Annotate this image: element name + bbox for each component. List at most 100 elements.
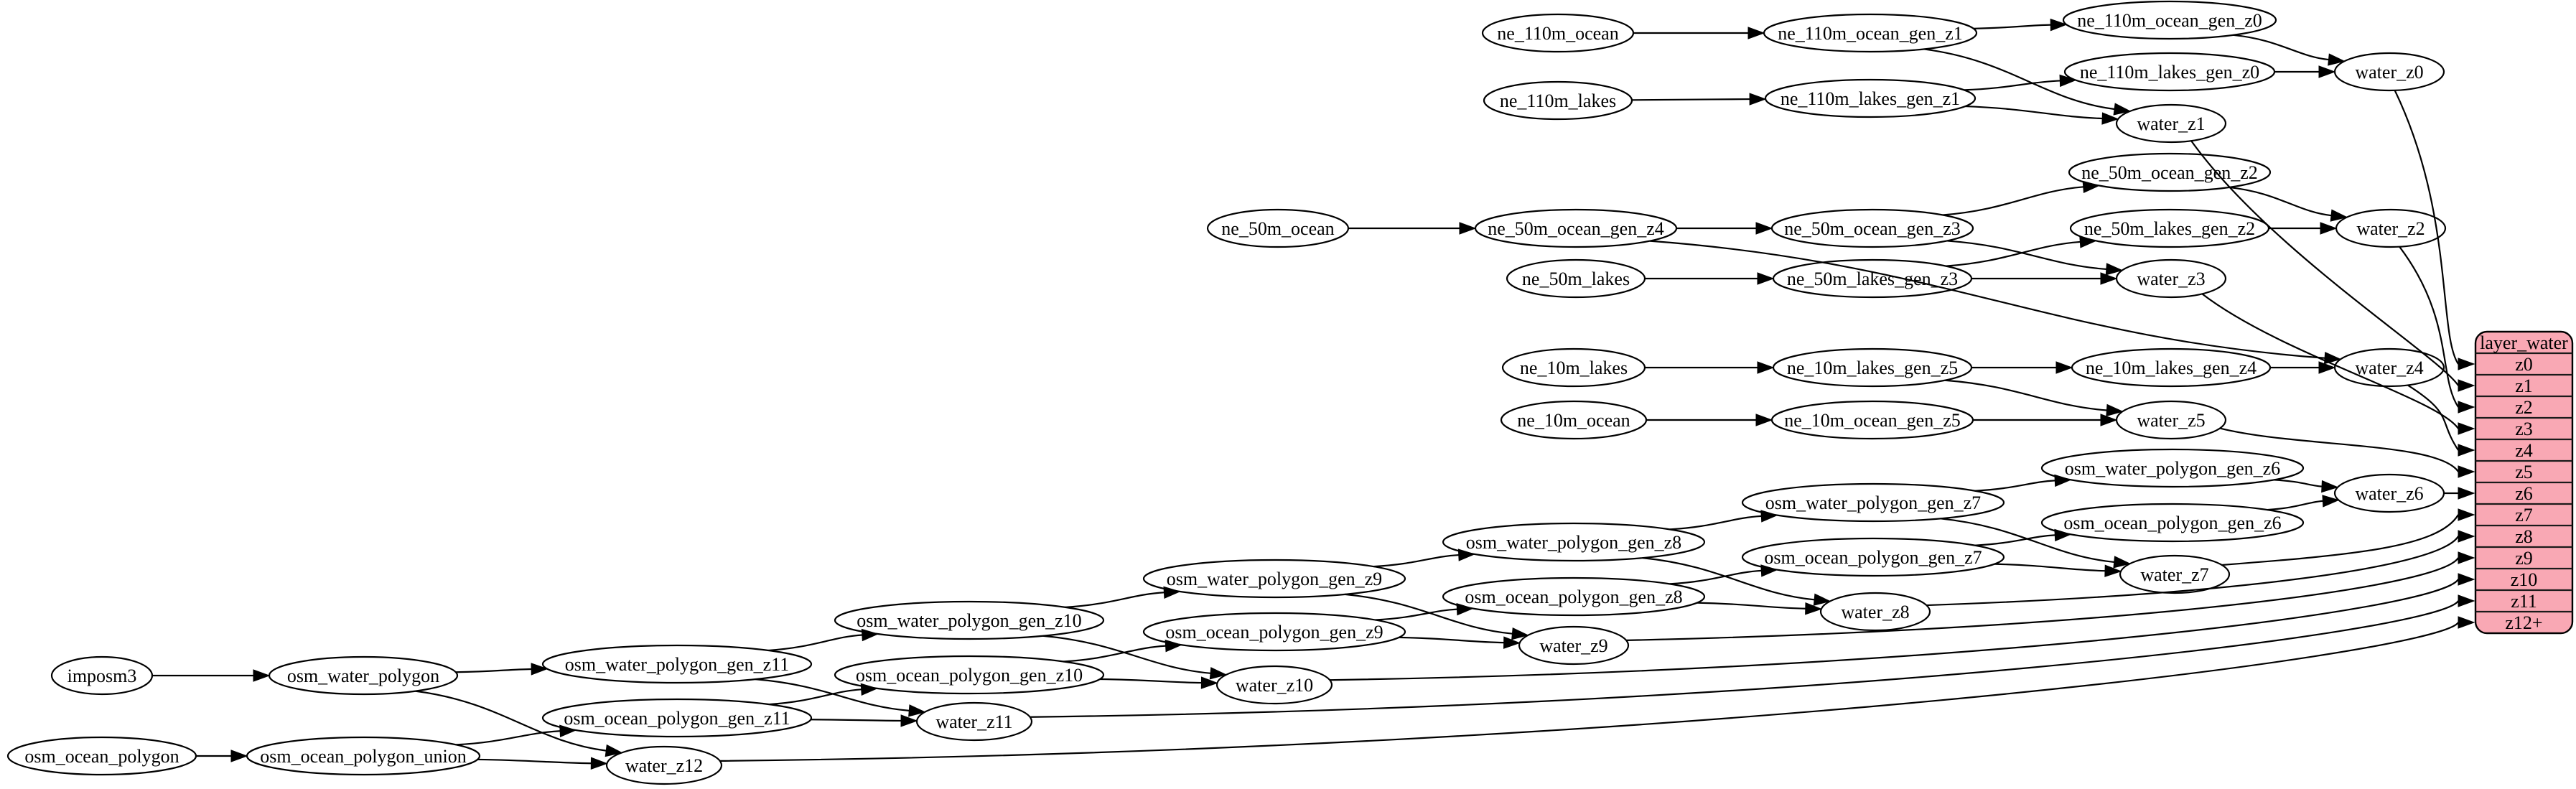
node-ne_50m_lakes_gen_z3: ne_50m_lakes_gen_z3: [1772, 258, 1973, 299]
node-ne_50m_lakes: ne_50m_lakes: [1506, 258, 1646, 299]
node-label-osm_ocean_polygon: osm_ocean_polygon: [24, 746, 179, 767]
edge-path: [1626, 557, 2459, 641]
table-row-z5: z5: [2515, 462, 2533, 482]
node-label-ne_110m_ocean_gen_z1: ne_110m_ocean_gen_z1: [1778, 23, 1963, 44]
edge-ne_50m_ocean_gen_z4-to-ne_50m_ocean_gen_z3: [1676, 222, 1773, 235]
table-row-z8: z8: [2515, 526, 2533, 547]
edge-path: [1965, 105, 2103, 120]
node-shape-water_z12: [605, 745, 723, 785]
node-label-imposm3: imposm3: [67, 666, 137, 686]
edge-ne_50m_ocean_gen_z2-to-water_z2: [2229, 186, 2348, 222]
edge-osm_water_polygon_gen_z7-to-water_z7: [1940, 518, 2132, 569]
table-row-z4: z4: [2515, 440, 2533, 461]
arrowhead-into-water_z12: [590, 757, 608, 770]
node-ne_10m_lakes_gen_z4: ne_10m_lakes_gen_z4: [2071, 347, 2272, 388]
edge-path: [769, 688, 862, 706]
edge-path: [1345, 593, 1513, 635]
node-osm_water_polygon_gen_z7: osm_water_polygon_gen_z7: [1741, 482, 2005, 523]
arrowhead-into-z3: [2458, 422, 2475, 435]
node-label-osm_water_polygon_gen_z9: osm_water_polygon_gen_z9: [1167, 569, 1382, 589]
edge-ne_10m_ocean_gen_z5-to-water_z5: [1973, 414, 2118, 426]
node-label-ne_10m_ocean_gen_z5: ne_10m_ocean_gen_z5: [1784, 410, 1960, 431]
edge-path: [1375, 608, 1457, 621]
edge-ne_10m_ocean-to-ne_10m_ocean_gen_z5: [1646, 414, 1773, 426]
node-osm_water_polygon_gen_z8: osm_water_polygon_gen_z8: [1442, 522, 1706, 562]
edge-water_z5-to-layer_water-z5: [2219, 427, 2475, 478]
edge-ne_50m_ocean-to-ne_50m_ocean_gen_z4: [1348, 222, 1477, 235]
arrowhead-into-water_z5: [2100, 414, 2118, 426]
edge-osm_water_polygon_gen_z9-to-osm_water_polygon_gen_z8: [1373, 548, 1476, 568]
edge-ne_50m_ocean_gen_z3-to-ne_50m_ocean_gen_z2: [1943, 180, 2101, 216]
edge-osm_ocean_polygon_gen_z11-to-water_z11: [811, 714, 918, 727]
node-label-osm_ocean_polygon_union: osm_ocean_polygon_union: [260, 746, 466, 767]
arrowhead-into-water_z10: [1200, 676, 1218, 689]
arrowhead-into-z12+: [2458, 616, 2475, 629]
arrowhead-into-water_z7: [2113, 556, 2132, 569]
node-imposm3: imposm3: [50, 655, 154, 696]
edge-path: [1330, 579, 2459, 681]
edge-path: [1642, 557, 1815, 601]
edge-path: [415, 690, 607, 752]
node-shape-ne_110m_ocean_gen_z0: [2062, 0, 2277, 40]
edge-imposm3-to-osm_water_polygon: [152, 669, 271, 682]
arrowhead-into-ne_110m_ocean_gen_z1: [1747, 27, 1765, 39]
node-water_z10: water_z10: [1215, 665, 1333, 705]
node-label-water_z7: water_z7: [2140, 564, 2208, 585]
edge-ne_110m_lakes_gen_z1-to-water_z1: [1965, 105, 2119, 125]
table-row-z9: z9: [2515, 548, 2533, 569]
node-shape-water_z10: [1215, 665, 1333, 705]
node-shape-osm_water_polygon_gen_z11: [541, 644, 813, 684]
node-label-osm_water_polygon_gen_z11: osm_water_polygon_gen_z11: [565, 654, 789, 675]
graph-edges: [152, 18, 2475, 770]
node-ne_50m_lakes_gen_z2: ne_50m_lakes_gen_z2: [2069, 208, 2270, 248]
arrowhead-into-ne_50m_ocean_gen_z3: [1755, 222, 1773, 235]
node-label-ne_50m_lakes: ne_50m_lakes: [1522, 269, 1630, 289]
node-osm_ocean_polygon_gen_z9: osm_ocean_polygon_gen_z9: [1142, 612, 1406, 652]
node-label-osm_ocean_polygon_gen_z11: osm_ocean_polygon_gen_z11: [564, 708, 790, 729]
edge-path: [1994, 563, 2106, 572]
edge-water_z7-to-layer_water-z7: [2221, 508, 2475, 566]
table-row-z1: z1: [2515, 375, 2533, 396]
edge-osm_water_polygon_gen_z9-to-water_z9: [1345, 593, 1529, 640]
node-label-osm_water_polygon_gen_z10: osm_water_polygon_gen_z10: [857, 610, 1081, 631]
edge-path: [719, 622, 2459, 762]
node-osm_water_polygon: osm_water_polygon: [268, 655, 459, 696]
node-ne_10m_ocean_gen_z5: ne_10m_ocean_gen_z5: [1770, 400, 1974, 440]
arrowhead-into-osm_ocean_polygon_gen_z8: [1456, 602, 1474, 616]
edge-osm_water_polygon_gen_z6-to-water_z6: [2274, 479, 2339, 493]
edge-path: [1042, 635, 1211, 674]
node-label-osm_ocean_polygon_gen_z7: osm_ocean_polygon_gen_z7: [1764, 547, 1982, 568]
node-osm_ocean_polygon: osm_ocean_polygon: [6, 736, 197, 776]
node-label-water_z3: water_z3: [2137, 269, 2205, 289]
node-label-osm_water_polygon_gen_z6: osm_water_polygon_gen_z6: [2065, 458, 2280, 479]
node-label-water_z4: water_z4: [2355, 358, 2423, 378]
edge-path: [1099, 678, 1202, 684]
edge-osm_ocean_polygon_gen_z8-to-water_z8: [1697, 602, 1823, 615]
edge-path: [1631, 98, 1750, 101]
node-label-osm_ocean_polygon_gen_z9: osm_ocean_polygon_gen_z9: [1165, 622, 1383, 643]
edge-osm_ocean_polygon_gen_z10-to-water_z10: [1099, 676, 1218, 689]
node-ne_110m_lakes: ne_110m_lakes: [1483, 80, 1633, 121]
edge-osm_ocean_polygon_gen_z11-to-osm_ocean_polygon_gen_z10: [769, 683, 879, 706]
edge-water_z11-to-layer_water-z11: [1030, 594, 2475, 718]
node-label-water_z0: water_z0: [2355, 62, 2423, 83]
node-label-water_z12: water_z12: [625, 755, 703, 776]
arrowhead-into-water_z3: [2100, 272, 2118, 285]
node-shape-osm_ocean_polygon_gen_z9: [1142, 612, 1406, 652]
node-ne_110m_ocean: ne_110m_ocean: [1481, 13, 1635, 53]
edge-ne_50m_lakes_gen_z3-to-ne_50m_lakes_gen_z2: [1946, 235, 2097, 267]
node-shape-water_z9: [1518, 625, 1630, 666]
node-ne_50m_ocean_gen_z4: ne_50m_ocean_gen_z4: [1474, 208, 1678, 248]
edge-path: [2274, 479, 2323, 487]
node-label-water_z8: water_z8: [1841, 602, 1909, 622]
node-osm_water_polygon_gen_z9: osm_water_polygon_gen_z9: [1142, 559, 1406, 599]
edge-ne_110m_lakes_gen_z1-to-ne_110m_lakes_gen_z0: [1964, 74, 2077, 91]
node-osm_water_polygon_gen_z11: osm_water_polygon_gen_z11: [541, 644, 813, 684]
arrowhead-into-ne_110m_lakes_gen_z1: [1749, 93, 1767, 106]
node-label-ne_110m_ocean_gen_z0: ne_110m_ocean_gen_z0: [2077, 10, 2262, 31]
node-shape-osm_ocean_polygon_gen_z10: [834, 655, 1105, 695]
arrowhead-into-z1: [2458, 379, 2475, 392]
node-shape-osm_water_polygon_gen_z8: [1442, 522, 1706, 562]
edge-water_z10-to-layer_water-z10: [1330, 573, 2475, 681]
node-shape-water_z8: [1819, 592, 1931, 632]
